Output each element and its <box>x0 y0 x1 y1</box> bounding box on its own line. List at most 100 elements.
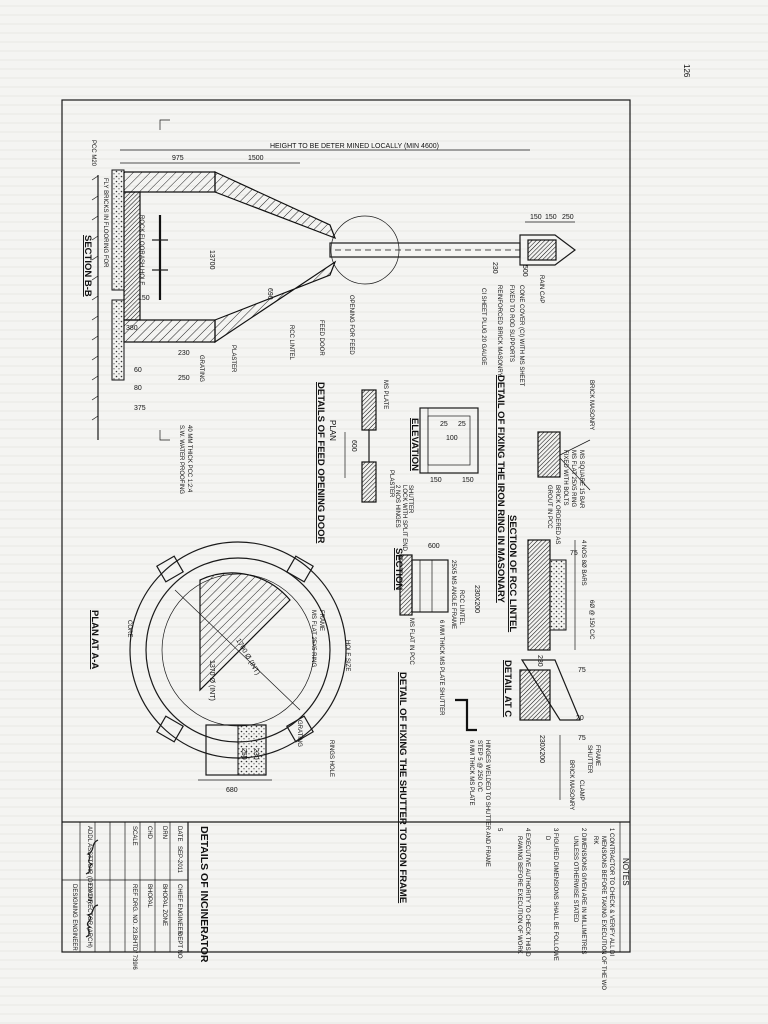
chd-label: CHD <box>146 826 152 840</box>
c-dim-230: 230X200 <box>538 735 545 763</box>
date-value: SEP-2011 <box>176 846 182 874</box>
elevation-title: ELEVATION <box>409 418 420 471</box>
dim-500: 500 <box>521 265 528 277</box>
ref-number: REF DRG. NO. 23.BHTD/ 739/6 <box>131 884 137 970</box>
label-stirrups: 6Ø @ 150 C/C <box>588 600 594 640</box>
label-hinges: 2 NOS HINGES <box>394 485 400 528</box>
rain-cap-plug <box>527 239 557 261</box>
shutter-fixing: 6 MM THICK MS PLATE STEP 5 @ 250 C/C HIN… <box>397 672 490 903</box>
elev-dim-25a: 25 <box>440 421 448 428</box>
dept-label: DEPT NO <box>176 932 182 959</box>
lintel-dim-230: 230 <box>536 655 543 667</box>
note-item-cont: MENSIONS BEFORE TAKING EXECUTION OF THE … <box>600 836 606 990</box>
label-plate-shutter: 6 MM THICK MS PLATE SHUTTER <box>438 620 444 716</box>
plan-dim-680: 680 <box>226 787 238 794</box>
city: BHOPAL <box>146 884 152 909</box>
door-dim-600: 600 <box>350 440 357 452</box>
label-pcc-thick: 40 MM THICK PCC 1:2:4 <box>186 425 192 493</box>
dim-13700: 13700 <box>208 250 215 270</box>
note-item: 1 CONTRACTOR TO CHECK & VERIFY ALL DI <box>608 828 614 956</box>
rcc-lintel-title: SECTION OF RCC LINTEL <box>507 515 518 632</box>
dim-375: 375 <box>134 405 146 412</box>
label-plaster-door: PLASTER <box>388 470 394 498</box>
label-reinforced: REINFORCED BRICK MASONRY <box>496 285 502 377</box>
label-ms-square: MS SQUARE 15 BAR <box>578 450 584 509</box>
label-rain-cap: RAIN CAP <box>538 275 544 303</box>
feed-door-details: 600 MS PLATE PLASTER 2 NOS HINGES LOCK W… <box>315 380 479 552</box>
lintel-dim-75: 75 <box>570 550 578 557</box>
pcc-base-strip <box>111 169 125 291</box>
signature-1 <box>85 839 99 875</box>
label-ms-flat: MS FLAT 25X5 RING <box>570 450 576 507</box>
label-plate: 6 MM THICK MS PLATE <box>468 740 474 805</box>
plan-label: PLAN <box>328 420 337 441</box>
label-plan-core: CORE <box>126 620 132 637</box>
section-bb: HEIGHT TO BE DETER MINED LOCALLY (MIN 46… <box>82 119 576 494</box>
plan-aa-title: PLAN AT A-A <box>89 610 100 669</box>
approved-by: ADDL ASSTT DIR (DESIGN) <box>86 826 92 903</box>
label-lock: LOCK WITH SPLIT END <box>401 485 407 552</box>
label-grout: GROUT IN PCC <box>546 485 552 529</box>
label-plan-holes: RINGS HOLE <box>328 740 334 777</box>
grating-segment <box>199 572 291 692</box>
dim-250: 250 <box>562 214 574 221</box>
label-shutter: SHUTTER <box>407 485 413 514</box>
drawing-title: DETAILS OF INCINERATOR <box>198 826 210 963</box>
joint-detail-circle <box>330 215 400 285</box>
elev-dim-100: 100 <box>446 435 458 442</box>
signature-2 <box>85 904 99 938</box>
label-rock-floor: ROCK FLOOR <box>138 215 144 255</box>
label-plan-ring: MS FLAT 25X5 RING <box>310 610 316 667</box>
elev-dim-25b: 25 <box>458 421 466 428</box>
plan-dim-230: 230 <box>252 748 259 760</box>
detail-c-title: DETAIL AT C <box>502 660 513 717</box>
label-brick-ordered: BRICK ORDERED AS <box>554 485 560 544</box>
cone-lower <box>214 260 337 344</box>
label-angle-frame: 25X5 MS ANGLE FRAME <box>450 560 456 629</box>
floor-wall <box>123 191 141 321</box>
plan-dim-250: 250 <box>240 748 247 760</box>
pcc-base-strip-2 <box>111 299 125 381</box>
label-c-clamp: CLAMP <box>578 780 584 801</box>
note-item: 4 EXECUTIVE AUTHORITY TO CHECK THIS D <box>524 828 530 957</box>
zone: BHOPAL ZONE <box>161 884 167 926</box>
label-ci-plug: CI SHEET PLUG 20 GAUGE <box>480 288 486 365</box>
top-wall <box>123 171 216 193</box>
label-plaster: PLASTER <box>230 345 236 373</box>
label-cone-cover: CONE COVER (CI) WITH MS SHEET <box>518 285 524 387</box>
iron-ring-title: DETAIL OF FIXING THE IRON RING IN MASONA… <box>495 375 506 603</box>
small-section: 600 230X200 RCC LINTEL 25X5 MS ANGLE FRA… <box>393 543 480 716</box>
note-item-cont: UNLESS OTHERWISE STATED <box>572 836 578 923</box>
chief-engineer: CHIEF ENGINEER <box>176 884 182 936</box>
dim-1500: 1500 <box>248 155 264 162</box>
dim-150a: 150 <box>530 214 542 221</box>
iron-ring-detail: BRICK MASONRY MS SQUARE 15 BAR MS FLAT 2… <box>495 375 594 603</box>
label-rcc-lintel: RCC LINTEL <box>288 325 294 361</box>
note-item: 3 FIGURED DIMENSIONS SHALL BE FOLLOWE <box>552 828 558 961</box>
detail-at-c: 75 230X200 20 75 FRAME SHUTTER CLAMP BRI… <box>502 659 600 810</box>
dim-150b: 150 <box>545 214 557 221</box>
scale-label: SCALE <box>131 826 137 846</box>
dim-60: 60 <box>134 367 142 374</box>
height-note: HEIGHT TO BE DETER MINED LOCALLY (MIN 46… <box>270 143 439 150</box>
label-hinges-welded: HINGES WELDED TO SHUTTER AND FRAME <box>484 740 490 867</box>
label-plan-size: HOLE SIZE <box>344 640 350 671</box>
note-item-cont: RK <box>592 836 598 844</box>
label-fixed-rod: FIXED TO ROD SUPPORTS <box>508 285 514 362</box>
label-feed-door: FEED DOOR <box>318 320 324 356</box>
c-dim-75a: 75 <box>578 667 586 674</box>
cone-upper <box>214 171 337 240</box>
label-fly-bricks: FLY BRICKS IN FLOORING FOR <box>102 178 108 268</box>
dim-975: 975 <box>172 155 184 162</box>
shutter-fixing-title: DETAIL OF FIXING THE SHUTTER TO IRON FRA… <box>397 672 408 903</box>
dim-230: 230 <box>491 262 498 274</box>
label-8-bars: 4 NOS 8Ø BARS <box>580 540 586 586</box>
ground-hatch <box>91 175 99 440</box>
elev-dim-150a: 150 <box>430 477 442 484</box>
rcc-lintel-section: 75 230 4 NOS 8Ø BARS 6Ø @ 150 C/C SECTIO… <box>507 515 594 667</box>
dim-80: 80 <box>134 385 142 392</box>
dim-150: 150 <box>138 295 150 302</box>
dim-230-b: 230 <box>178 350 190 357</box>
feed-door-title: DETAILS OF FEED OPENING DOOR <box>315 382 326 543</box>
